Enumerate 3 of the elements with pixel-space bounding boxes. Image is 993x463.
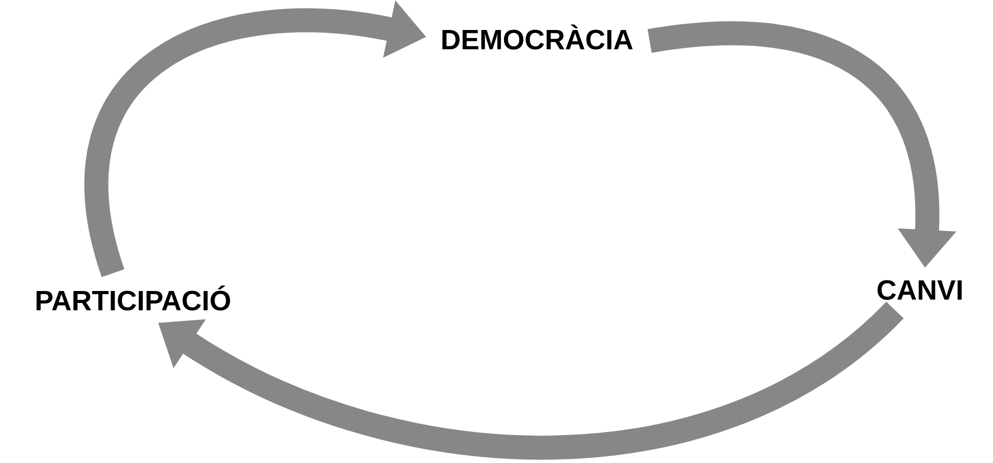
node-label: CANVI [878,280,962,300]
node-label: DEMOCRÀCIA [442,24,633,50]
node-label: PARTICIPACIÓ [36,285,230,311]
